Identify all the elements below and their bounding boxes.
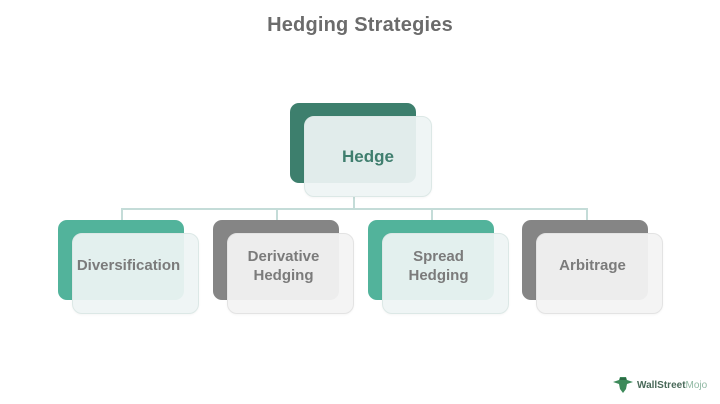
child-node-card: Diversification (72, 233, 199, 314)
root-node-card: Hedge (304, 116, 432, 197)
connector-child-1 (121, 208, 123, 221)
child-node-label: Arbitrage (559, 257, 626, 274)
connector-horizontal (121, 208, 587, 210)
logo-text-mojo: Mojo (685, 379, 708, 391)
logo-text: WallStreetMojo (637, 380, 707, 391)
bull-icon (613, 377, 633, 393)
root-node-label: Hedge (342, 147, 394, 166)
connector-child-4 (586, 208, 588, 221)
wallstreetmojo-logo: WallStreetMojo (612, 376, 707, 394)
child-node-label: Diversification (76, 257, 181, 274)
child-node-label: Spread Hedging (408, 247, 469, 284)
connector-child-3 (431, 208, 433, 221)
child-node-label: Derivative Hedging (247, 247, 320, 284)
connector-child-2 (276, 208, 278, 221)
child-node-card: Derivative Hedging (227, 233, 354, 314)
diagram-title: Hedging Strategies (267, 14, 453, 36)
child-node-card: Spread Hedging (382, 233, 509, 314)
child-node-card: Arbitrage (536, 233, 663, 314)
connector-root-stem (353, 196, 355, 209)
logo-text-wallstreet: WallStreet (637, 379, 686, 391)
